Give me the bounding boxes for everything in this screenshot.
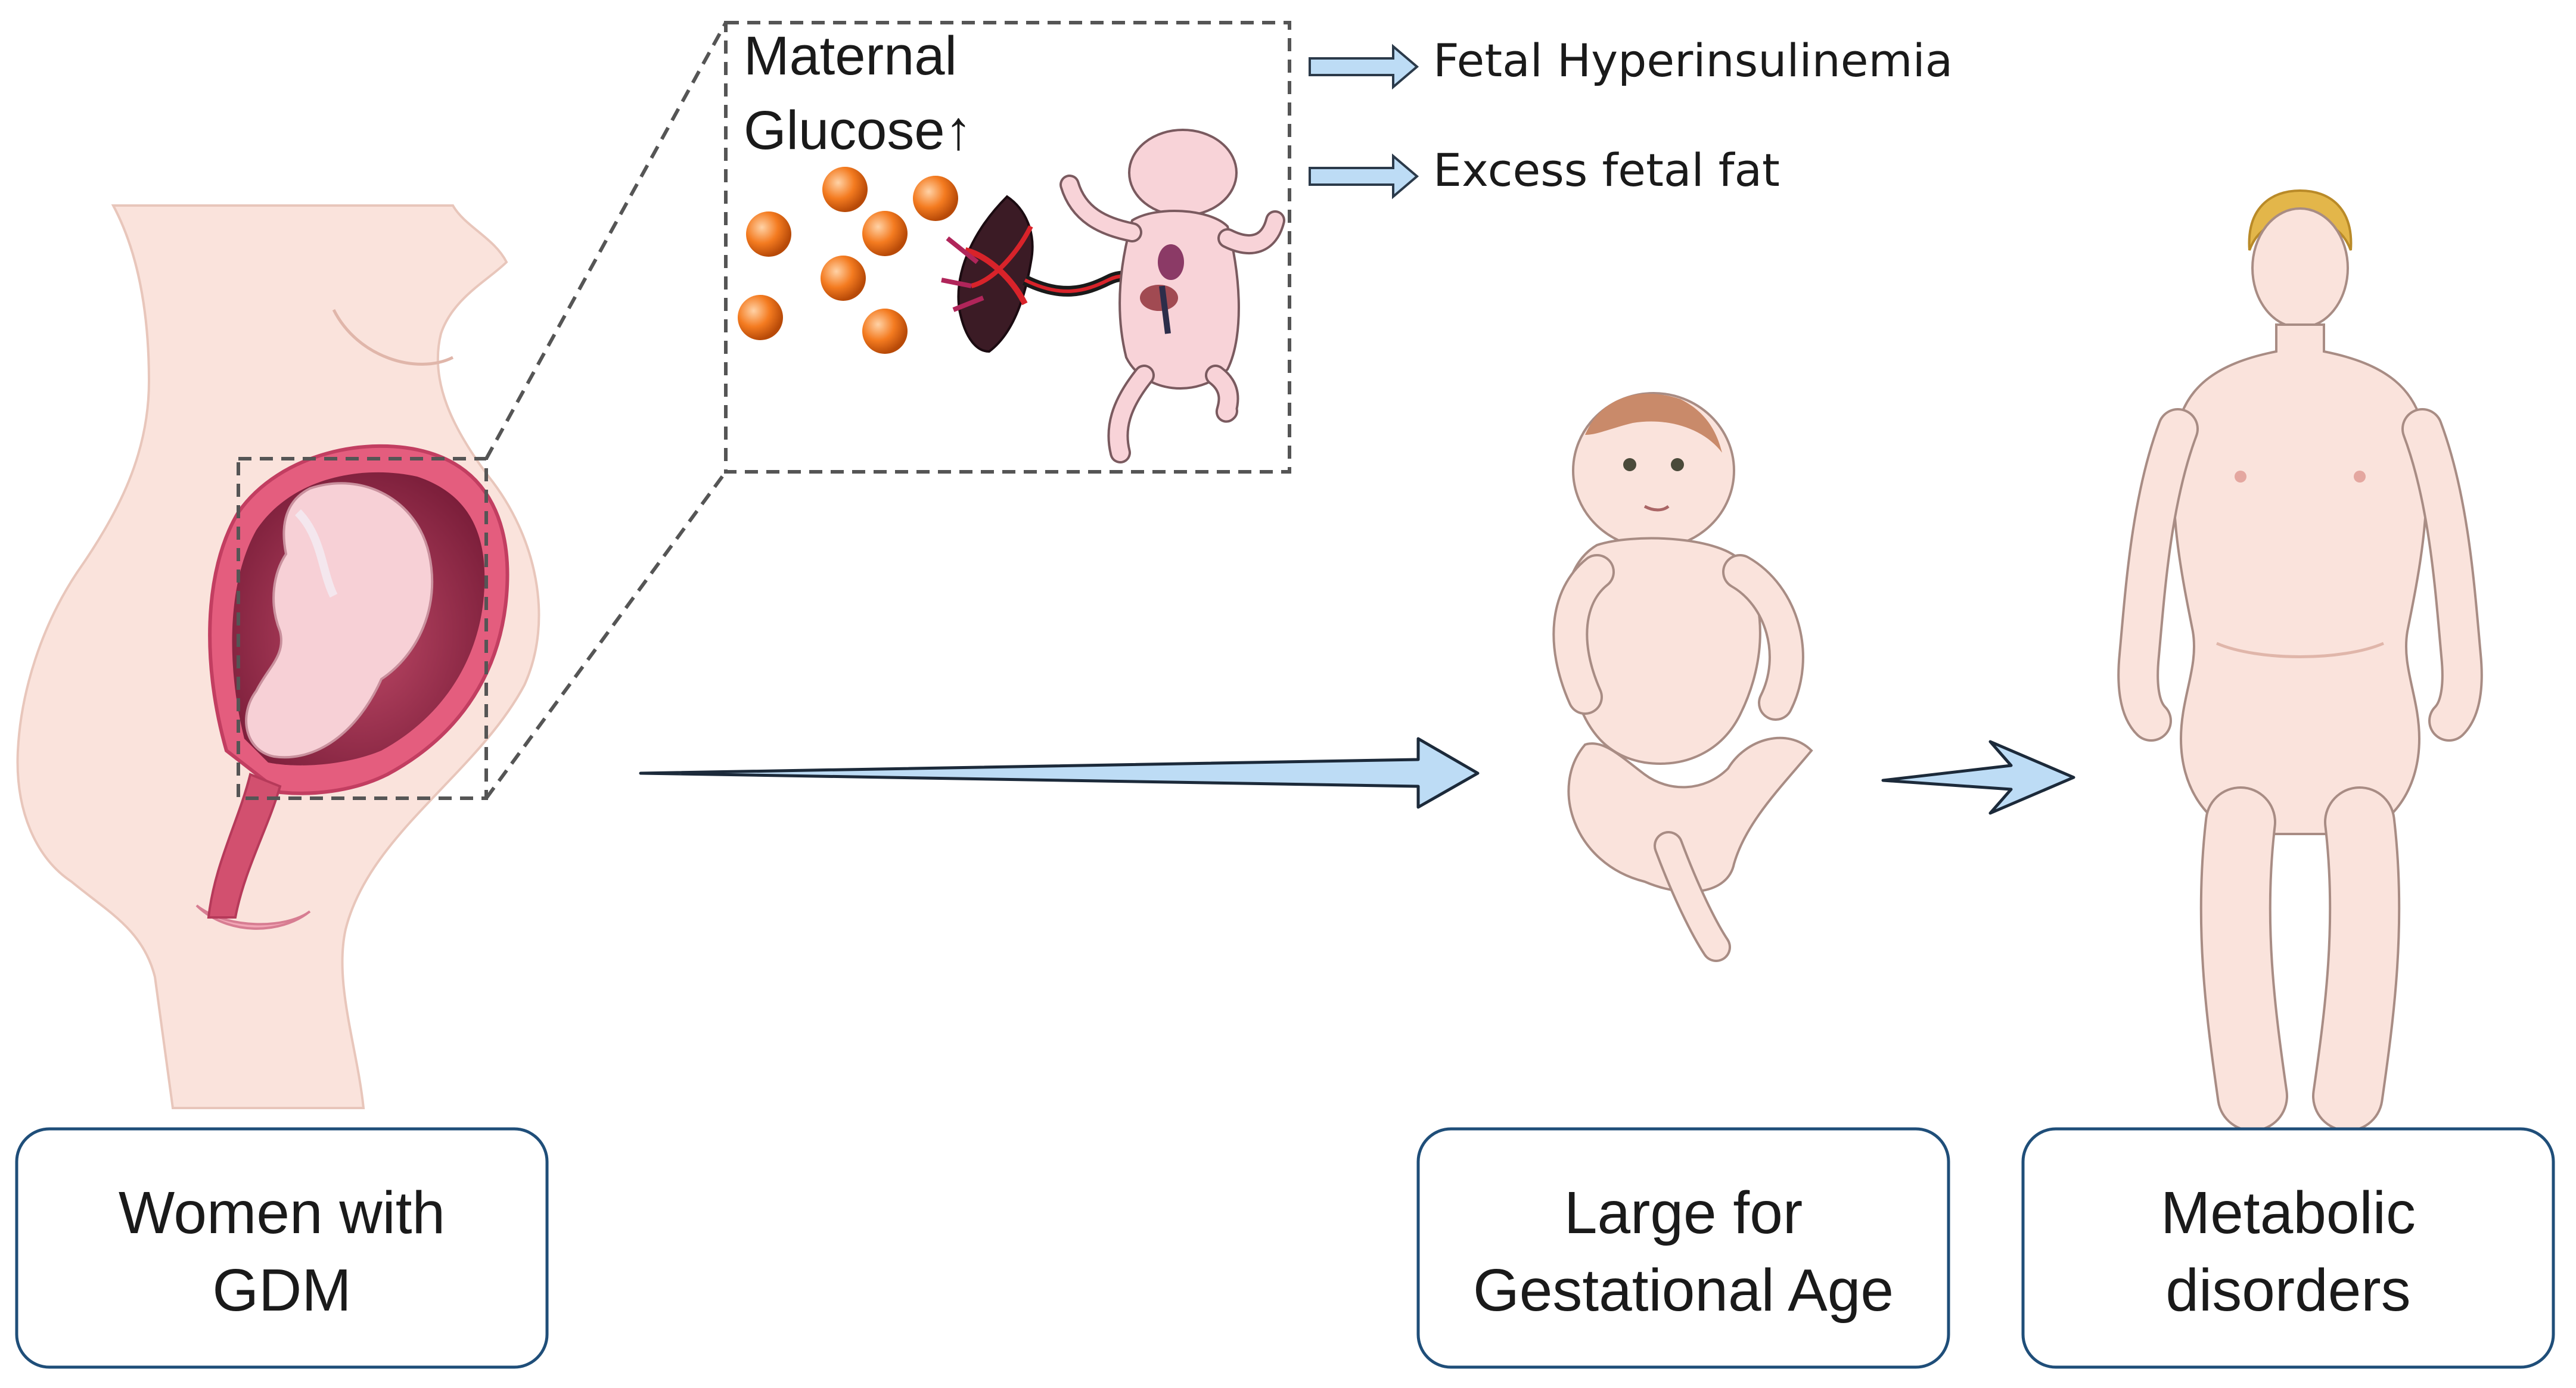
baby-legs [1567,736,1813,893]
zoom-source-region [237,457,488,800]
maternal-glucose-title-line2: Glucose↑ [744,100,972,161]
adult-woman-illustration [2117,189,2483,1132]
glucose-molecule [862,211,908,256]
stage-label-line1: Women with [119,1180,445,1246]
stage-label-line1: Metabolic [2161,1180,2416,1246]
effect-excess-fetal-fat: Excess fetal fat [1309,144,1780,200]
glucose-molecule [913,176,958,221]
zoom-connector-bottom [484,471,728,799]
stage-label-line2: Gestational Age [1473,1257,1894,1324]
stage-box-frame [15,1127,549,1369]
large-baby-illustration [1552,392,1813,962]
fetus-in-womb [245,482,434,759]
effect-label: Fetal Hyperinsulinemia [1433,34,1953,87]
glucose-molecule [862,309,908,354]
flow-arrow-lga-to-metabolic [1881,740,2075,815]
glucose-molecules [738,167,958,354]
stage-box-women-with-gdm: Women with GDM [15,1127,549,1369]
stage-box-large-for-gestational-age: Large for Gestational Age [1416,1127,1950,1369]
placenta-illustration [941,195,1034,353]
umbilical-cord-womb [294,509,338,598]
torso [2172,323,2428,835]
effect-arrow [1309,43,1419,90]
head [2251,207,2349,329]
zoom-connector-top [484,21,728,460]
pregnant-woman-illustration [16,204,540,1109]
glucose-molecule [746,211,791,257]
stage-box-frame [2021,1127,2555,1369]
effect-fetal-hyperinsulinemia: Fetal Hyperinsulinemia [1309,34,1953,90]
stage-box-frame [1416,1127,1950,1369]
effect-arrow [1309,153,1419,200]
maternal-glucose-title-line1: Maternal [744,26,957,86]
breast-line [332,309,454,366]
perineum-detail [195,904,311,930]
glucose-molecule [738,295,783,340]
stage-box-metabolic-disorders: Metabolic disorders [2021,1127,2555,1369]
flow-arrow-gdm-to-lga [639,737,1480,809]
stage-label-line2: GDM [212,1257,351,1324]
zoom-box: Maternal Glucose↑ [724,21,1291,474]
glucose-molecule [821,256,866,301]
cervix-canal [207,773,282,919]
fetus-illustration [1059,129,1285,463]
stage-label-line1: Large for [1564,1180,1803,1246]
glucose-molecule [822,167,868,212]
effect-label: Excess fetal fat [1433,144,1780,197]
stage-label-line2: disorders [2165,1257,2410,1324]
